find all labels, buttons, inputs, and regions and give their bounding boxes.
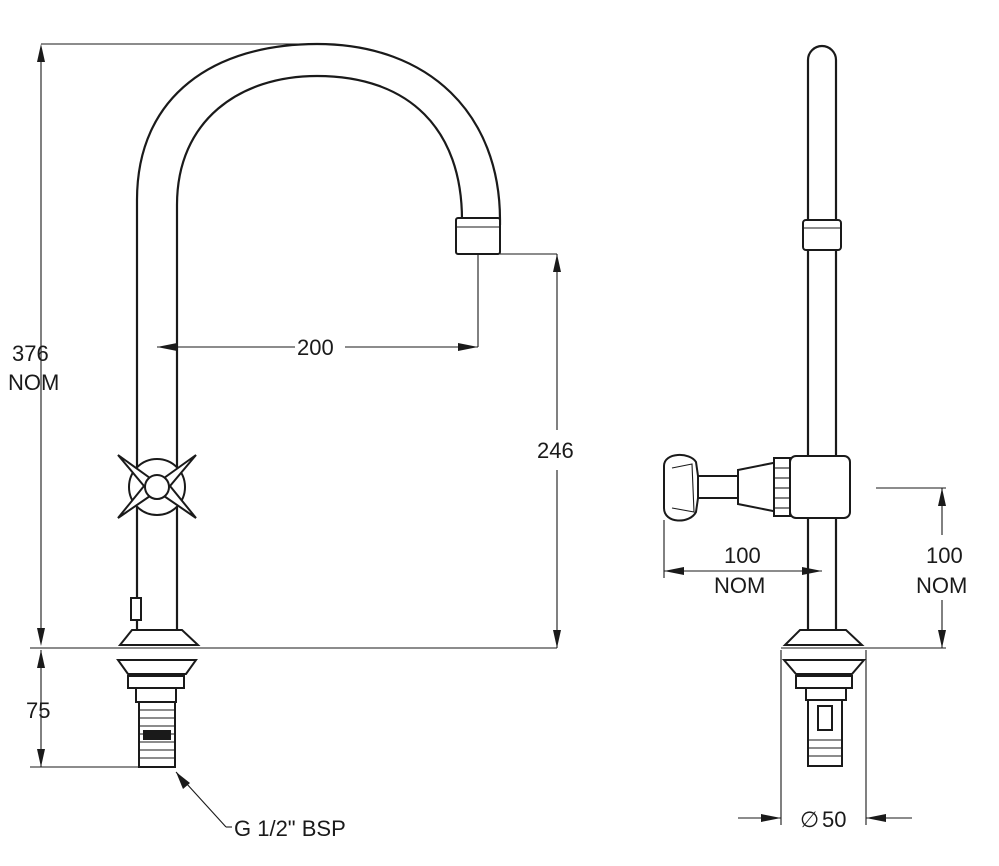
spout-nozzle (455, 217, 501, 255)
dimension-geometry (30, 43, 946, 828)
side-threaded-shank (807, 699, 843, 767)
body-plate (130, 597, 142, 621)
dim-spout-height-value: 246 (537, 438, 574, 463)
dim-handle-height-qualifier: NOM (916, 573, 967, 598)
dim-handle-projection-value: 100 (724, 543, 761, 568)
side-spout (806, 44, 838, 632)
base-flange (117, 629, 201, 646)
thread-callout: G 1/2" BSP (234, 816, 346, 841)
dim-handle-height-value: 100 (926, 543, 963, 568)
base-washer (116, 659, 198, 675)
front-view (116, 42, 502, 768)
dim-shank-value: 75 (26, 698, 50, 723)
dim-total-height-value: 376 (12, 341, 49, 366)
dim-total-height-qualifier: NOM (8, 370, 59, 395)
dim-reach-value: 200 (297, 335, 334, 360)
dim-base-diameter-symbol: ∅ (800, 807, 819, 832)
dimension-labels: 376 NOM 200 246 75 G 1/2" BSP 100 NOM 10… (8, 335, 967, 841)
cross-handle (117, 454, 197, 519)
side-valve-body (789, 455, 851, 519)
dim-base-diameter-value: 50 (822, 807, 846, 832)
dim-handle-projection-qualifier: NOM (714, 573, 765, 598)
side-nozzle-collar (802, 219, 842, 251)
spout-inner-contour (175, 74, 464, 632)
threaded-shank (138, 701, 176, 768)
side-handle-knob (663, 454, 699, 522)
side-view (663, 44, 867, 767)
side-base-flange (782, 629, 865, 646)
